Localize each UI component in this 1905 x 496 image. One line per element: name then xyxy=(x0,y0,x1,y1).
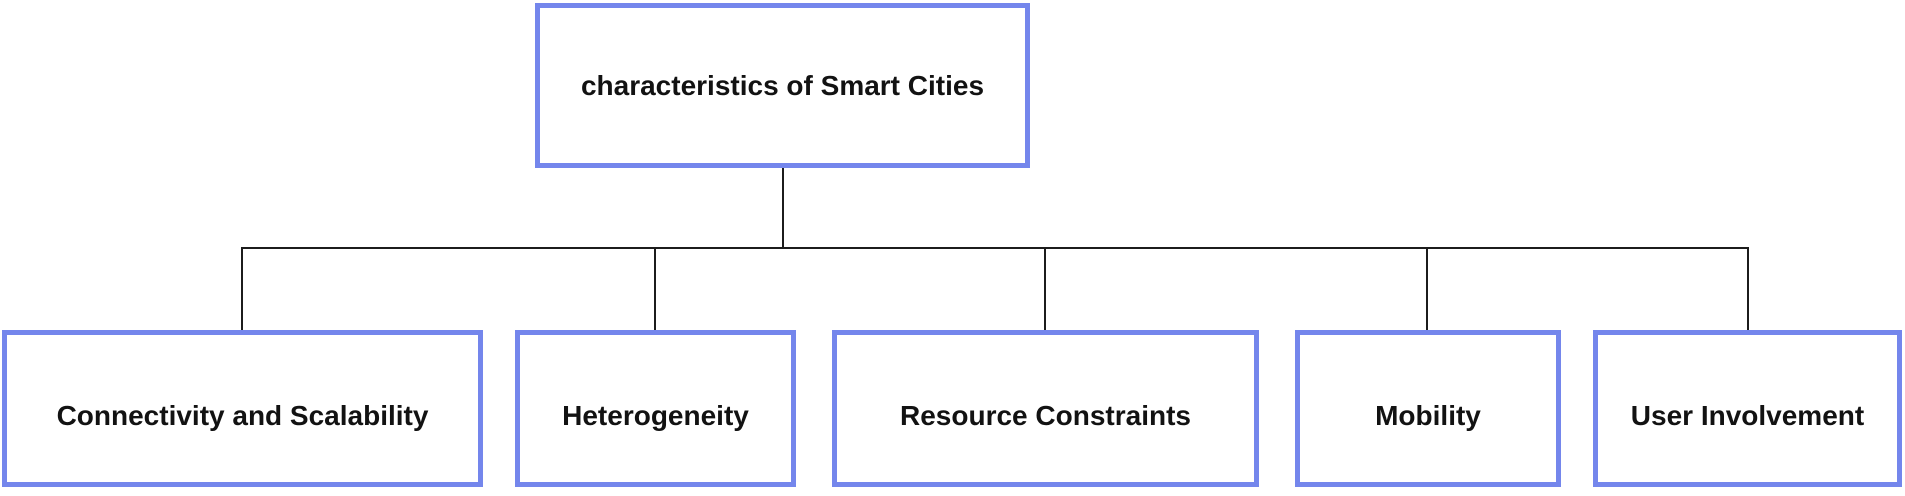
connector-drop-heterogeneity xyxy=(654,247,656,331)
node-mobility: Mobility xyxy=(1295,330,1561,487)
node-connectivity-and-scalability: Connectivity and Scalability xyxy=(2,330,483,487)
node-user-involvement: User Involvement xyxy=(1593,330,1902,487)
node-user-involvement-label: User Involvement xyxy=(1630,399,1865,431)
node-root: characteristics of Smart Cities xyxy=(535,3,1030,168)
node-root-label: characteristics of Smart Cities xyxy=(580,69,985,101)
connector-drop-connectivity xyxy=(241,247,243,331)
node-mobility-label: Mobility xyxy=(1375,399,1481,431)
node-heterogeneity-label: Heterogeneity xyxy=(562,399,749,431)
node-heterogeneity: Heterogeneity xyxy=(515,330,796,487)
connector-rail xyxy=(242,247,1749,249)
connector-drop-resource-constraints xyxy=(1044,247,1046,331)
node-resource-constraints: Resource Constraints xyxy=(832,330,1259,487)
node-resource-constraints-label: Resource Constraints xyxy=(900,399,1191,431)
connector-stem xyxy=(782,168,784,248)
connector-drop-mobility xyxy=(1426,247,1428,331)
connector-drop-user-involvement xyxy=(1747,247,1749,331)
node-connectivity-and-scalability-label: Connectivity and Scalability xyxy=(56,399,429,431)
